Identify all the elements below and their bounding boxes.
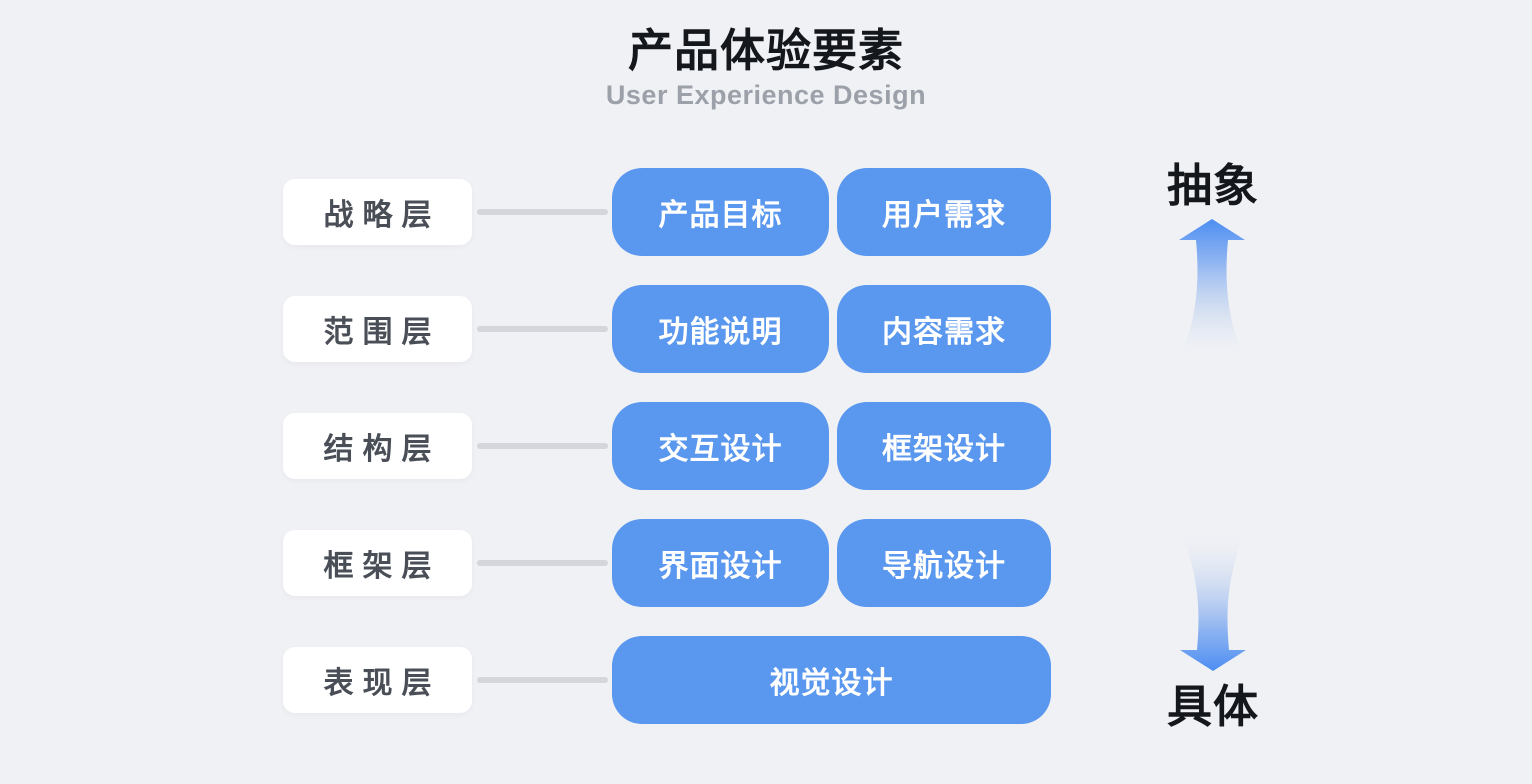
- connector-line: [477, 560, 608, 566]
- diagram-header: 产品体验要素 User Experience Design: [0, 25, 1532, 110]
- layer-row-structure: 结构层 交互设计 框架设计: [0, 402, 1532, 490]
- element-box: 界面设计: [612, 519, 829, 607]
- element-box: 功能说明: [612, 285, 829, 373]
- layer-row-strategy: 战略层 产品目标 用户需求: [0, 168, 1532, 256]
- connector-line: [477, 209, 608, 215]
- page-title: 产品体验要素: [627, 25, 904, 76]
- connector-line: [477, 677, 608, 683]
- element-box: 导航设计: [837, 519, 1051, 607]
- layer-row-skeleton: 框架层 界面设计 导航设计: [0, 519, 1532, 607]
- arrow-down-icon: [1180, 535, 1246, 671]
- layer-row-scope: 范围层 功能说明 内容需求: [0, 285, 1532, 373]
- page-subtitle: User Experience Design: [605, 80, 927, 110]
- layer-label: 范围层: [283, 296, 472, 362]
- element-box: 用户需求: [837, 168, 1051, 256]
- connector-line: [477, 443, 608, 449]
- connector-line: [477, 326, 608, 332]
- abstract-label: 抽象: [1166, 160, 1260, 211]
- arrow-up-icon: [1179, 219, 1245, 357]
- layer-label: 框架层: [283, 530, 472, 596]
- element-box: 交互设计: [612, 402, 829, 490]
- element-box: 框架设计: [837, 402, 1051, 490]
- element-box: 内容需求: [837, 285, 1051, 373]
- layer-row-surface: 表现层 视觉设计: [0, 636, 1532, 724]
- layer-label: 战略层: [283, 179, 472, 245]
- layer-label: 结构层: [283, 413, 472, 479]
- concrete-label: 具体: [1166, 681, 1260, 732]
- element-box: 视觉设计: [612, 636, 1051, 724]
- layer-label: 表现层: [283, 647, 472, 713]
- element-box: 产品目标: [612, 168, 829, 256]
